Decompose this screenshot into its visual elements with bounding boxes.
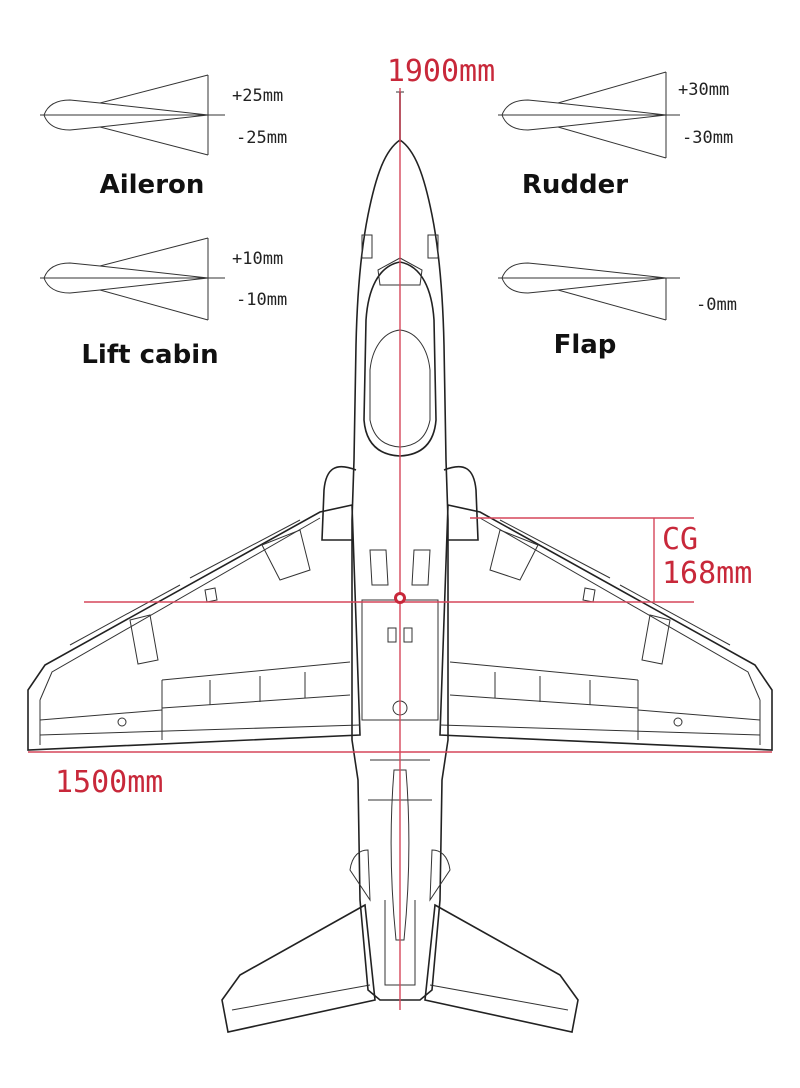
- length-label: 1900mm: [387, 54, 495, 89]
- wingspan-label: 1500mm: [55, 765, 163, 800]
- horizontal-stabilizers: [221, 903, 579, 1033]
- lift-cabin-up: +10mm: [232, 249, 283, 269]
- dimension-lines: [28, 88, 772, 1010]
- cg-title: CG: [662, 522, 698, 557]
- left-wing: [27, 504, 361, 751]
- cg-value: 168mm: [662, 556, 752, 591]
- cg-marker-icon: [394, 592, 406, 604]
- rudder-up: +30mm: [678, 80, 729, 100]
- aileron-throw-diagram: +25mm -25mm Aileron: [40, 74, 287, 200]
- flap-throw-diagram: -0mm Flap: [498, 262, 737, 360]
- aileron-down: -25mm: [236, 128, 287, 148]
- lift-cabin-label: Lift cabin: [81, 340, 218, 370]
- aileron-up: +25mm: [232, 86, 283, 106]
- lift-cabin-down: -10mm: [236, 290, 287, 310]
- right-wing: [439, 504, 773, 751]
- lift-cabin-throw-diagram: +10mm -10mm Lift cabin: [40, 237, 287, 370]
- rudder-label: Rudder: [522, 170, 628, 200]
- rudder-throw-diagram: +30mm -30mm Rudder: [498, 71, 733, 200]
- rudder-down: -30mm: [682, 128, 733, 148]
- flap-label: Flap: [554, 330, 617, 360]
- flap-down: -0mm: [696, 295, 737, 315]
- aileron-label: Aileron: [100, 170, 205, 200]
